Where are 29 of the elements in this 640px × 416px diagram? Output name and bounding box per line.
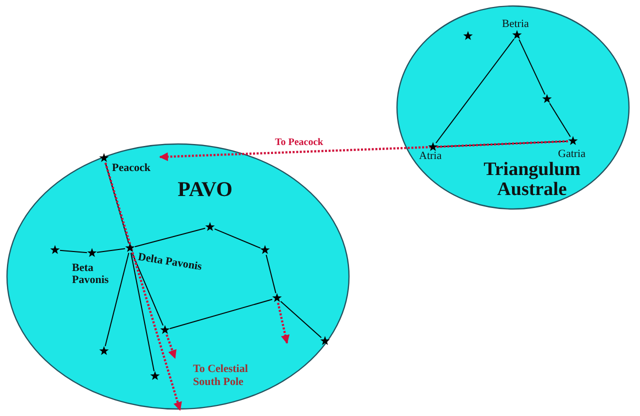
constellation-line: [104, 252, 130, 347]
constellation-line: [518, 39, 546, 95]
constellation-name: Triangulum Australe: [482, 160, 582, 200]
star-name: Betria: [502, 18, 530, 30]
direction-pointer-arrow: [277, 302, 290, 344]
edge-label: To Peacock: [273, 137, 326, 148]
constellation-line: [96, 248, 126, 253]
constellation-line: [549, 102, 571, 138]
constellation-line: [130, 252, 155, 372]
direction-pointer-arrow: [104, 162, 182, 411]
star-name: Gatria: [558, 148, 586, 160]
constellation-line: [131, 252, 164, 326]
direction-pointer-arrow: [166, 334, 176, 359]
star-name: Delta Pavonis: [137, 251, 204, 275]
star-name: Peacock: [112, 162, 152, 174]
constellation-line: [134, 228, 206, 248]
constellation-line: [436, 38, 514, 144]
constellation-line: [169, 298, 273, 330]
star-name: Beta Pavonis: [72, 262, 110, 286]
note-label: To Celestial South Pole: [193, 363, 249, 388]
direction-pointer-arrow: [159, 140, 568, 162]
constellation-line: [214, 228, 261, 249]
constellation-line: [59, 250, 88, 254]
constellation-line: [266, 254, 276, 294]
constellation-name: PAVO: [176, 178, 234, 200]
constellation-line: [438, 140, 568, 148]
star-name: Atria: [419, 150, 443, 162]
constellation-line: [104, 162, 130, 244]
constellation-line: [280, 300, 322, 338]
